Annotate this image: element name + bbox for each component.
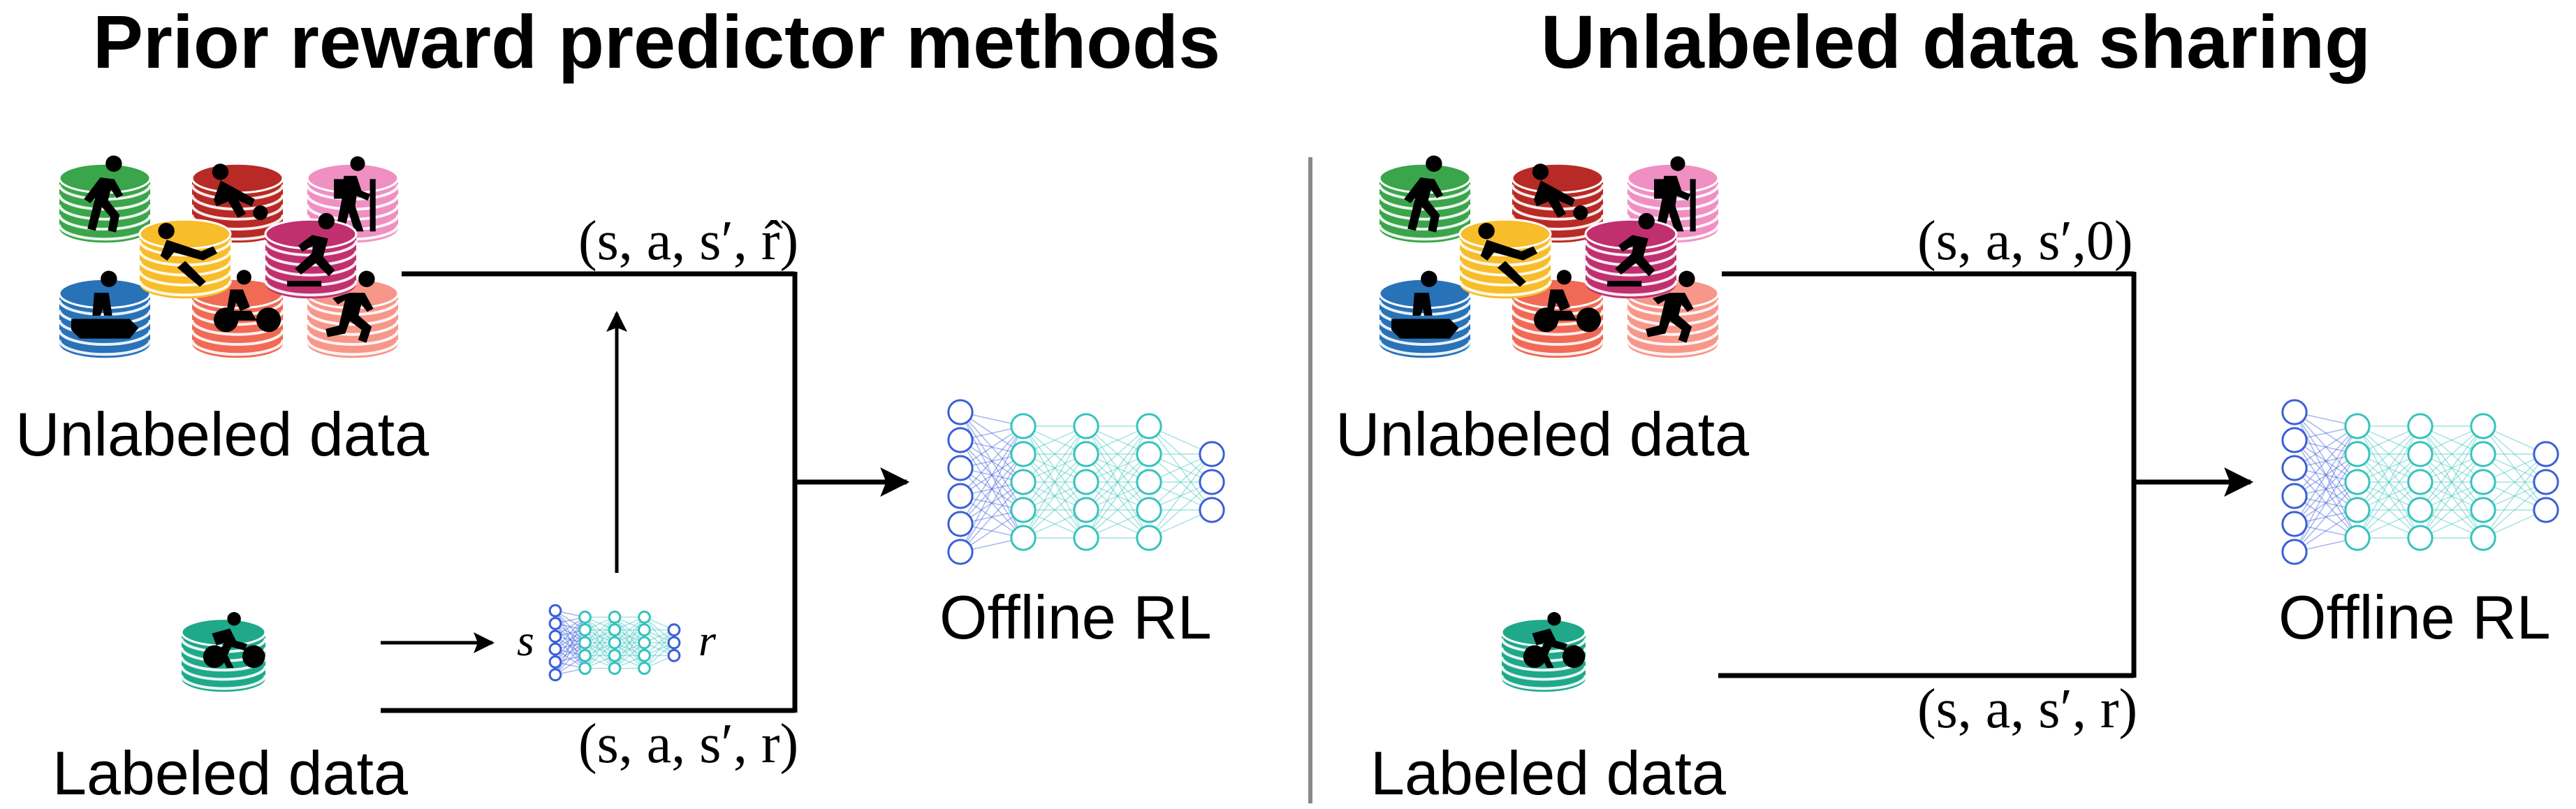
predictor-input-label: s — [517, 615, 534, 665]
left-dataset-diving-person — [138, 218, 232, 299]
right-dataset-walking-person — [1378, 155, 1472, 243]
jet-ski-icon — [71, 270, 139, 339]
hiking-person-icon — [334, 156, 376, 232]
left-dataset-skating-person — [264, 212, 358, 299]
diving-person-icon — [158, 222, 218, 287]
hiking-person-icon — [1654, 156, 1696, 232]
left-unlabeled-tuple: (s, a, s′, r̂) — [578, 210, 799, 272]
right-unlabeled-data-label: Unlabeled data — [1335, 400, 1750, 469]
predictor-output-label: r — [698, 615, 716, 665]
bowling-person-icon — [212, 163, 268, 220]
left-offline-rl-label: Offline RL — [939, 583, 1212, 652]
left-dataset-bowling-person — [191, 162, 284, 243]
left-labeled-dataset — [180, 612, 267, 692]
running-person-icon — [325, 270, 375, 343]
left-unlabeled-data-label: Unlabeled data — [15, 400, 430, 469]
right-dataset-skating-person — [1584, 212, 1678, 299]
right-panel-title: Unlabeled data sharing — [1540, 0, 2371, 84]
walking-person-icon — [84, 155, 124, 233]
left-dataset-walking-person — [58, 155, 152, 243]
right-dataset-jet-ski — [1378, 270, 1472, 358]
reward-predictor-network — [548, 604, 681, 682]
skating-person-icon — [287, 212, 335, 287]
right-labeled-tuple: (s, a, s′, r) — [1917, 678, 2138, 740]
left-labeled-data-label: Labeled data — [52, 738, 408, 808]
right-unlabeled-tuple: (s, a, s′,0) — [1917, 210, 2133, 272]
left-panel-title: Prior reward predictor methods — [92, 0, 1221, 84]
right-labeled-dataset — [1500, 612, 1587, 692]
right-offline-rl-network — [2281, 399, 2559, 565]
diving-person-icon — [1478, 222, 1538, 287]
left-dataset-running-person — [306, 270, 400, 358]
motorcycle-icon — [1534, 270, 1601, 333]
left-connectors — [381, 271, 910, 713]
cycling-person-icon — [203, 612, 265, 669]
right-dataset-motorcycle — [1511, 270, 1604, 358]
walking-person-icon — [1404, 155, 1444, 233]
bowling-person-icon — [1532, 163, 1588, 220]
running-person-icon — [1646, 270, 1695, 343]
cycling-person-icon — [1523, 612, 1586, 669]
right-offline-rl-label: Offline RL — [2278, 583, 2551, 652]
right-dataset-diving-person — [1458, 218, 1552, 299]
left-labeled-tuple: (s, a, s′, r) — [578, 713, 799, 775]
right-connectors — [1718, 271, 2254, 678]
skating-person-icon — [1607, 212, 1655, 287]
left-dataset-motorcycle — [191, 270, 284, 358]
motorcycle-icon — [214, 270, 281, 333]
left-dataset-jet-ski — [58, 270, 152, 358]
left-offline-rl-network — [947, 399, 1225, 565]
right-labeled-data-label: Labeled data — [1370, 738, 1726, 808]
jet-ski-icon — [1391, 270, 1459, 339]
